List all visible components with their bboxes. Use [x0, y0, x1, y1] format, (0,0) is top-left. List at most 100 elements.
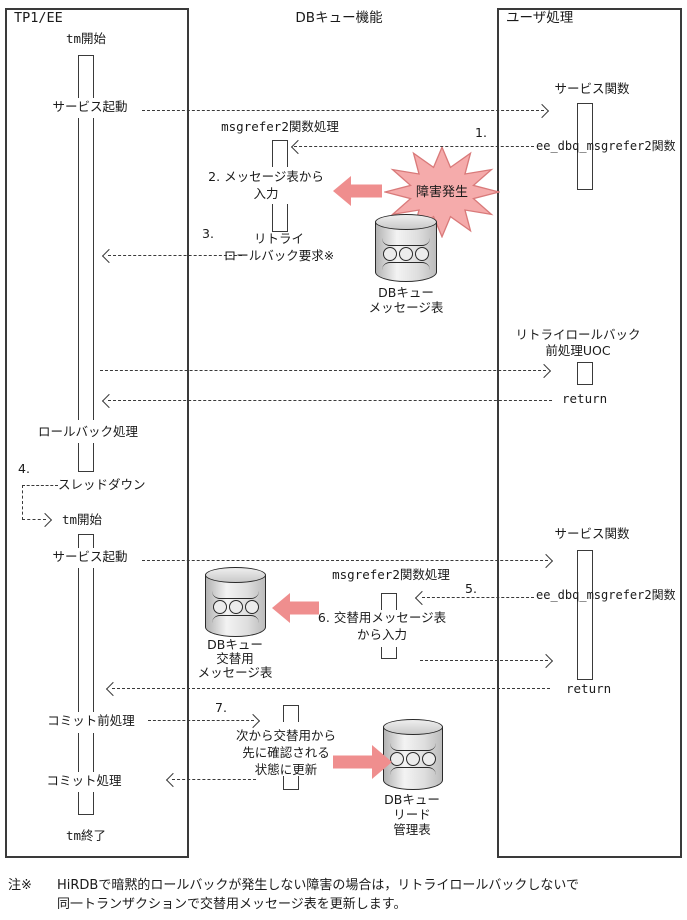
- activation-bar-uoc: [577, 362, 593, 385]
- impact-arrow-shaft: [349, 184, 382, 198]
- record-arc-top: [382, 238, 430, 246]
- impact-arrow-tip: [272, 592, 290, 623]
- impact-arrow-left-2: [272, 591, 319, 624]
- update-line1: 次から交替用から: [235, 728, 337, 743]
- step6-line1: 6. 交替用メッセージ表: [317, 610, 447, 625]
- arrow-call-2-line: [422, 597, 534, 598]
- record-circle: [212, 600, 227, 614]
- record-circle: [228, 600, 243, 614]
- record-circles: [390, 752, 436, 766]
- cylinder-records: [390, 743, 436, 775]
- db-cylinder-message-table: [375, 214, 437, 282]
- cylinder-top: [205, 567, 266, 583]
- label-return-2: return: [566, 681, 612, 696]
- activation-bar-commit-mid: [78, 733, 94, 772]
- thread-down-path-bottom: [22, 519, 46, 520]
- retry-line2: ロールバック要求※: [223, 248, 335, 263]
- arrow-return-2-line: [112, 688, 550, 689]
- label-db2: DBキュー 交替用 メッセージ表: [198, 638, 273, 680]
- db3-line2: リード: [393, 807, 431, 822]
- activation-bar-tm-start-2: [78, 534, 94, 548]
- activation-bar-service-fn-2: [577, 550, 593, 680]
- arrow-commit-return-line: [172, 779, 256, 780]
- label-update-state: 次から交替用から 先に確認される 状態に更新: [236, 727, 336, 778]
- record-circle: [390, 752, 404, 766]
- label-ee-fn-2: ee_dbq_msgrefer2関数: [536, 588, 676, 602]
- update-line3: 状態に更新: [254, 762, 318, 777]
- retry-line1: リトライ: [253, 231, 305, 246]
- label-commit: コミット処理: [46, 773, 122, 788]
- arrow-call-2-head: [414, 590, 430, 606]
- uoc-line2: 前処理UOC: [545, 343, 611, 358]
- db3-line3: 管理表: [393, 822, 431, 837]
- lane-box-user: [497, 8, 682, 858]
- db-cylinder-alt-message-table: [205, 567, 266, 637]
- footnote-text: HiRDBで暗黙的ロールバックが発生しない障害の場合は，リトライロールバックしな…: [57, 876, 579, 914]
- cylinder-top: [383, 719, 443, 735]
- activation-bar-msgrefer1-top: [272, 140, 288, 167]
- arrow-call-1-head: [290, 139, 306, 155]
- label-step3: 3.: [202, 226, 214, 241]
- lane-box-tp1ee: [5, 8, 189, 858]
- uoc-line1: リトライロールバック: [515, 327, 641, 342]
- impact-arrow-tip: [333, 176, 351, 206]
- record-circle: [406, 752, 420, 766]
- label-msgrefer-2: msgrefer2関数処理: [332, 567, 450, 582]
- impact-arrow-shaft: [333, 755, 374, 768]
- starburst-shape: [382, 145, 502, 239]
- footnote-line2: 同一トランザクションで交替用メッセージ表を更新します。: [57, 897, 407, 912]
- record-circle: [422, 752, 436, 766]
- record-arc-bottom: [382, 262, 430, 270]
- record-arc-top: [390, 743, 436, 751]
- step2-line1: 2. メッセージ表から: [208, 169, 324, 184]
- activation-bar-tm-start-1: [78, 55, 94, 98]
- label-tm-start-2: tm開始: [62, 512, 103, 527]
- db1-line2: メッセージ表: [368, 300, 444, 315]
- record-arc-bottom: [390, 767, 436, 775]
- footnote-line1: HiRDBで暗黙的ロールバックが発生しない障害の場合は，リトライロールバックしな…: [57, 878, 579, 893]
- label-uoc: リトライロールバック 前処理UOC: [515, 327, 640, 359]
- thread-down-path-top: [22, 485, 58, 486]
- arrow-uoc-return-line: [108, 400, 552, 401]
- label-step4: 4.: [18, 461, 30, 476]
- step6-line2: から入力: [356, 627, 407, 642]
- label-thread-down: スレッドダウン: [58, 477, 146, 492]
- label-service-start-1: サービス起動: [52, 99, 128, 114]
- arrow-retry-rollback-line: [108, 255, 242, 256]
- record-circle: [244, 600, 259, 614]
- label-tm-end: tm終了: [65, 828, 107, 843]
- activation-bar-update-bottom: [283, 776, 299, 790]
- label-rollback: ロールバック処理: [37, 424, 139, 439]
- db2-line1: DBキュー: [207, 637, 263, 652]
- activation-bar-msgrefer1-bottom: [272, 204, 288, 232]
- cylinder-records: [382, 238, 430, 270]
- impact-arrow-shaft: [288, 601, 319, 614]
- activation-bar-service-2: [78, 568, 94, 712]
- label-db1: DBキュー メッセージ表: [369, 285, 444, 315]
- lane-title-dbqueue: DBキュー機能: [295, 10, 383, 26]
- impact-arrow-right-3: [333, 744, 392, 779]
- label-retry-request: リトライ ロールバック要求※: [224, 230, 334, 264]
- activation-bar-msgrefer2-top: [381, 593, 397, 610]
- cylinder-top: [375, 214, 437, 230]
- arrow-uoc-call-line: [100, 370, 546, 371]
- record-circle: [415, 247, 429, 261]
- label-commit-pre: コミット前処理: [47, 713, 135, 728]
- thread-down-path-vertical: [22, 485, 23, 520]
- step2-line2: 入力: [253, 186, 279, 201]
- label-db3: DBキュー リード 管理表: [384, 792, 440, 837]
- arrow-commit-pre-line: [148, 720, 254, 721]
- db1-line1: DBキュー: [378, 285, 434, 300]
- record-circles: [212, 600, 259, 614]
- update-line2: 先に確認される: [242, 745, 330, 760]
- failure-starburst: [382, 145, 502, 239]
- record-arc-bottom: [212, 615, 259, 623]
- label-msgrefer-1: msgrefer2関数処理: [221, 119, 339, 134]
- impact-arrow-tip: [372, 744, 392, 779]
- db2-line2: 交替用: [216, 651, 254, 666]
- activation-bar-msgrefer2-bottom: [381, 647, 397, 659]
- label-step2: 2. メッセージ表から 入力: [208, 168, 324, 202]
- db2-line3: メッセージ表: [197, 665, 273, 680]
- record-circles: [382, 247, 430, 261]
- label-step5: 5.: [465, 581, 477, 596]
